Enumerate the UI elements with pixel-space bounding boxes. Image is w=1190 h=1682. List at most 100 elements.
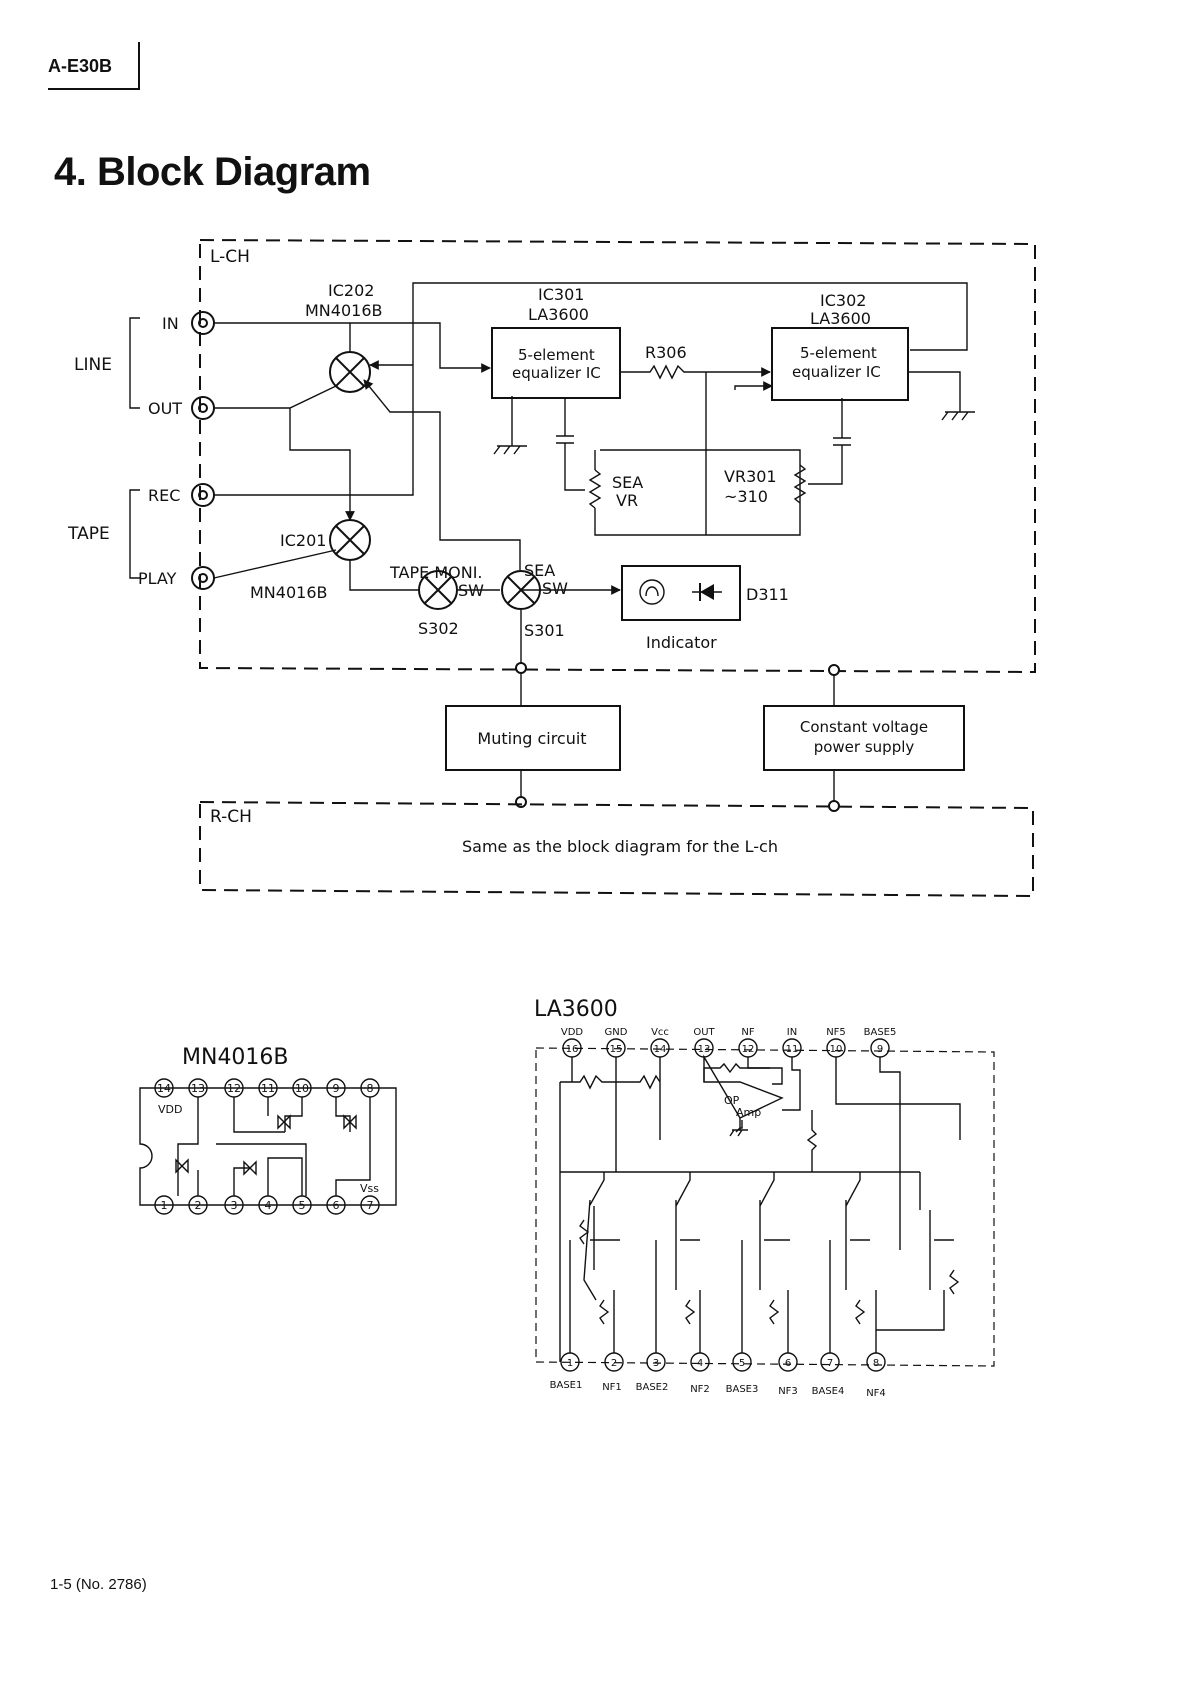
eq2-line1: 5-element [800,344,877,362]
sea-vr-network [556,372,851,536]
jack-play [191,566,215,590]
mn-bot-pin-3: 3 [231,1199,238,1212]
rch-label: R-CH [210,807,252,827]
la-top-pin-8: 9 [877,1044,883,1055]
la-top-pin-1: 16 [566,1044,579,1055]
la-top-label-1: VDD [561,1027,584,1038]
la-top-label-7: NF5 [826,1027,846,1038]
la-bot-pin-7: 7 [827,1358,833,1369]
out-label: OUT [148,399,182,418]
line-bracket [129,317,140,409]
mn-vdd-label: VDD [158,1103,182,1116]
model-tag: A-E30B [48,56,113,76]
jack-out [191,396,215,420]
la-bot-pin-1: 1 [567,1358,573,1369]
sea-sw-sw: SW [542,579,568,598]
ic201-label: IC201 [280,531,326,550]
tape-moni-label: TAPE MONI. [389,563,483,582]
ic302-block [771,327,909,401]
rch-frame [199,800,1034,898]
mn4016b-pin-circles [154,1078,380,1215]
mn-top-pin-5: 10 [295,1082,309,1095]
sea-vr-2: VR [616,491,638,510]
cvps-line2: power supply [814,738,915,756]
mn4016b-internal-switches [175,1097,371,1196]
s301-label: S301 [524,621,565,640]
mn-top-pin-7: 8 [367,1082,374,1095]
vr301-2: ~310 [724,487,768,506]
sea-vr-1: SEA [612,473,643,492]
mn-top-pin-4: 11 [261,1082,275,1095]
signal-wires [213,282,968,668]
la3600-body [535,1047,995,1367]
op-amp-label-1: OP [724,1094,740,1107]
la3600-bottom-pin-circles [560,1352,886,1372]
eq2-line2: equalizer IC [792,363,881,381]
mn-top-pin-2: 13 [191,1082,205,1095]
la-top-pin-6: 11 [786,1044,799,1055]
muting-block [445,705,621,771]
la3600-internal-circuit: OP Amp [559,1054,961,1362]
la-bot-pin-2: 2 [611,1358,617,1369]
in-label: IN [162,314,179,333]
ic302-label: IC302 [820,291,866,310]
la-bot-label-4: NF2 [690,1384,710,1395]
ic301-label: IC301 [538,285,584,304]
header-rule-vertical [138,42,140,90]
ic301-block [491,327,621,399]
la-top-label-4: OUT [693,1027,715,1038]
mn-bot-pin-5: 5 [299,1199,306,1212]
la3600-title: LA3600 [534,997,618,1022]
mn-bot-pin-6: 6 [333,1199,340,1212]
tape-moni-sw: SW [458,581,484,600]
la-top-label-5: NF [741,1027,754,1038]
mn-bot-pin-2: 2 [195,1199,202,1212]
lamp-icon [639,579,665,605]
muting-label: Muting circuit [477,729,586,748]
mn-bot-pin-1: 1 [161,1199,168,1212]
mn-top-pin-1: 14 [157,1082,171,1095]
play-label: PLAY [138,569,177,588]
sea-sw-label: SEA [524,561,555,580]
la-top-pin-4: 13 [698,1044,711,1055]
line-label: LINE [74,355,112,375]
tape-label: TAPE [67,524,110,544]
eq1-line1: 5-element [518,346,595,364]
la-top-label-2: GND [605,1027,628,1038]
la-bot-label-7: BASE4 [812,1386,845,1397]
la-bot-label-3: BASE2 [636,1382,669,1393]
ic202-label: IC202 [328,281,374,300]
la-top-pin-5: 12 [742,1044,755,1055]
la-bot-label-8: NF4 [866,1388,886,1399]
r306-resistor-icon [620,364,771,380]
ic301-part: LA3600 [528,305,589,324]
la-top-label-8: BASE5 [864,1027,897,1038]
ic201-part: MN4016B [250,583,327,602]
rch-text: Same as the block diagram for the L-ch [462,837,778,856]
jack-in [191,311,215,335]
la-bot-label-5: BASE3 [726,1384,759,1395]
header-rule-horizontal [48,88,140,90]
indicator-label: Indicator [646,633,717,652]
jack-rec [191,483,215,507]
tape-bracket [129,489,140,579]
la-bot-label-2: NF1 [602,1382,622,1393]
lch-frame [199,238,1036,674]
ic302-part: LA3600 [810,309,871,328]
d311-label: D311 [746,585,789,604]
la-bot-label-1: BASE1 [550,1380,583,1391]
bus-junctions [515,662,840,812]
vr301-1: VR301 [724,467,777,486]
page-title: 4. Block Diagram [54,150,371,194]
la-bot-pin-4: 4 [697,1358,703,1369]
la-bot-pin-8: 8 [873,1358,879,1369]
ground-icon [908,371,975,421]
mn4016b-body [139,1087,397,1206]
s302-switch-icon [418,570,458,610]
la-top-pin-7: 10 [830,1044,843,1055]
mn-bot-pin-4: 4 [265,1199,272,1212]
la-bot-pin-3: 3 [653,1358,659,1369]
s302-label: S302 [418,619,459,638]
cvps-block [763,705,965,771]
